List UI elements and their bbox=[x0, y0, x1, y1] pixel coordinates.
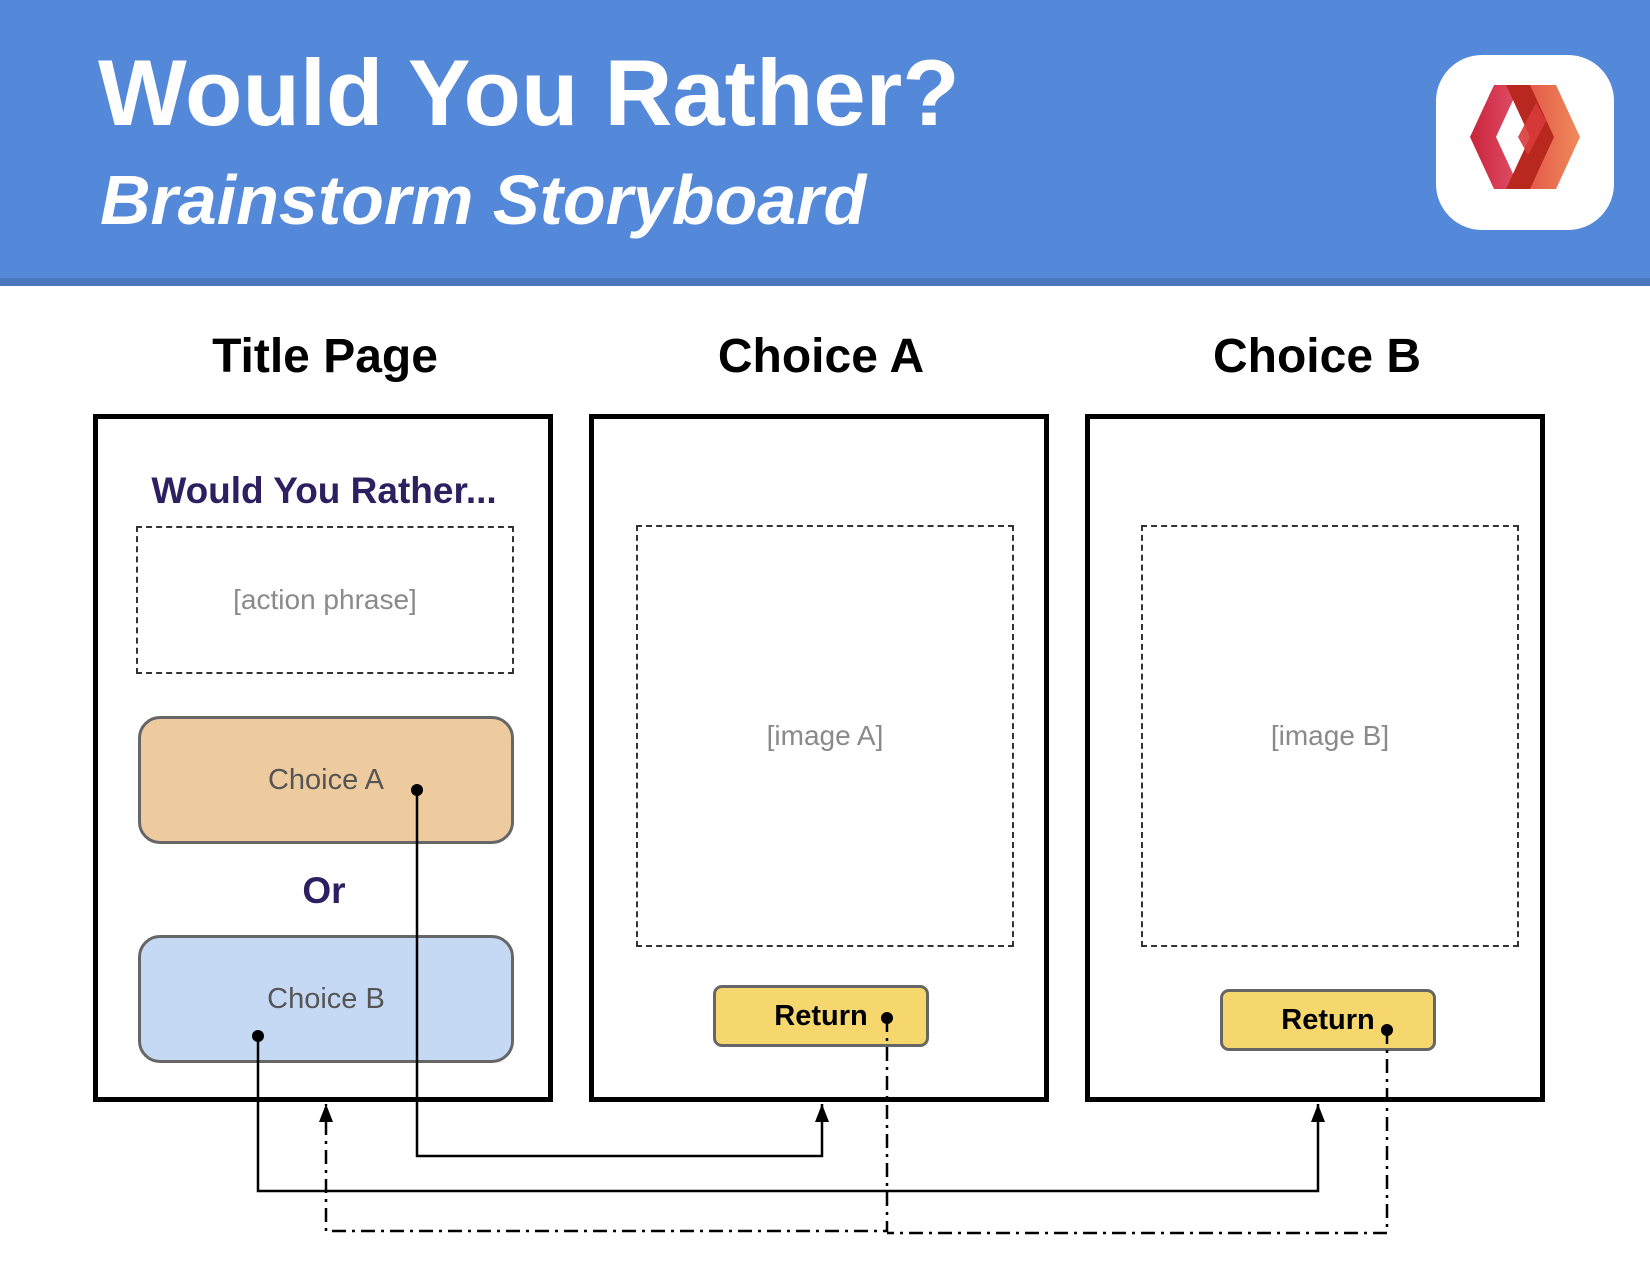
return-button-a[interactable]: Return bbox=[713, 985, 929, 1047]
choice-a-button-label: Choice A bbox=[267, 763, 385, 796]
image-a-placeholder: [image A] bbox=[766, 720, 884, 751]
header-banner: Would You Rather? Brainstorm Storyboard bbox=[0, 0, 1650, 286]
image-a-box: [image A] bbox=[636, 525, 1014, 947]
page-title: Would You Rather? bbox=[98, 40, 960, 145]
choice-b-heading: Choice B bbox=[1212, 330, 1422, 383]
choice-b-link-line bbox=[256, 1036, 1320, 1193]
choice-a-link-line bbox=[415, 790, 824, 1158]
return-button-b-label: Return bbox=[1281, 1003, 1375, 1036]
return-b-link-line bbox=[887, 1030, 1389, 1235]
return-button-b[interactable]: Return bbox=[1220, 989, 1436, 1051]
title-page-prompt: Would You Rather... bbox=[151, 470, 497, 511]
action-phrase-box: [action phrase] bbox=[136, 526, 514, 674]
page-subtitle: Brainstorm Storyboard bbox=[100, 161, 867, 239]
choice-a-button[interactable]: Choice A bbox=[138, 716, 514, 844]
choice-a-link-arrow bbox=[815, 1104, 829, 1122]
image-b-placeholder: [image B] bbox=[1270, 720, 1390, 751]
or-label: Or bbox=[302, 870, 346, 911]
logo bbox=[1436, 55, 1614, 230]
title-page-heading: Title Page bbox=[212, 330, 438, 383]
return-button-a-label: Return bbox=[774, 999, 868, 1032]
choice-b-button[interactable]: Choice B bbox=[138, 935, 514, 1063]
return-a-link-line bbox=[324, 1018, 889, 1233]
return-link-arrow bbox=[319, 1104, 333, 1122]
choice-a-heading: Choice A bbox=[717, 330, 925, 383]
image-b-box: [image B] bbox=[1141, 525, 1519, 947]
red-orange-interlocking-logo-icon bbox=[1470, 85, 1580, 189]
action-phrase-placeholder: [action phrase] bbox=[233, 584, 417, 615]
choice-b-link-arrow bbox=[1311, 1104, 1325, 1122]
choice-b-panel bbox=[1085, 414, 1545, 1102]
choice-b-button-label: Choice B bbox=[267, 982, 385, 1015]
